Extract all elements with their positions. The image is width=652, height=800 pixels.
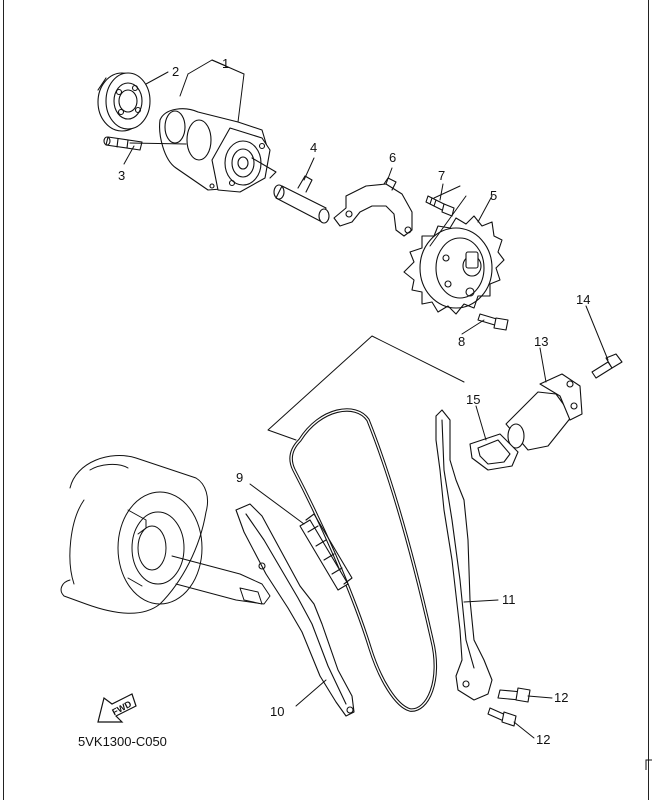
guide-bolts-part: [487, 687, 531, 727]
callout-6: 6: [389, 150, 396, 165]
bolt-8-part: [477, 313, 509, 331]
callout-10: 10: [270, 704, 284, 719]
dowel-pin-part: [103, 136, 143, 151]
decompressor-weight-part: [333, 177, 413, 237]
chain-tensioner-part: [505, 373, 583, 451]
tensioner-bolt-part: [591, 353, 623, 379]
bolt-7-part: [425, 195, 455, 217]
callout-12-upper: 12: [554, 690, 568, 705]
callout-4: 4: [310, 140, 317, 155]
callout-labels: 1 2 3 4 5 6 7 8 9 10 11 12 12 13 14 15: [118, 56, 590, 747]
assembly-reference-lines: [267, 185, 467, 441]
callout-2: 2: [172, 64, 179, 79]
callout-8: 8: [458, 334, 465, 349]
callout-3: 3: [118, 168, 125, 183]
callout-13: 13: [534, 334, 548, 349]
callout-7: 7: [438, 168, 445, 183]
bearing-part: [97, 72, 151, 132]
diagram-code: 5VK1300-C050: [78, 734, 167, 749]
tensioner-gasket-part: [469, 433, 519, 471]
callout-5: 5: [490, 188, 497, 203]
callout-leader-lines: [123, 59, 609, 739]
callout-15: 15: [466, 392, 480, 407]
callout-14: 14: [576, 292, 590, 307]
right-border-line: [648, 0, 649, 800]
callout-1: 1: [222, 56, 229, 71]
cam-sprocket-part: [403, 215, 505, 315]
decompression-shaft-part: [273, 175, 330, 224]
callout-9: 9: [236, 470, 243, 485]
callout-12-lower: 12: [536, 732, 550, 747]
timing-chain-part: [289, 408, 438, 712]
left-border-line: [3, 0, 4, 800]
corner-mark: [645, 759, 652, 770]
chain-guide-intake-part: [435, 409, 493, 701]
callout-11: 11: [502, 592, 516, 607]
chain-sample-part: [299, 513, 353, 591]
chain-guide-exhaust-part: [235, 503, 355, 717]
crankshaft-assembly-outline: [60, 455, 271, 614]
camshaft-part: [159, 108, 277, 193]
fwd-arrow-icon: FWD: [97, 693, 137, 723]
